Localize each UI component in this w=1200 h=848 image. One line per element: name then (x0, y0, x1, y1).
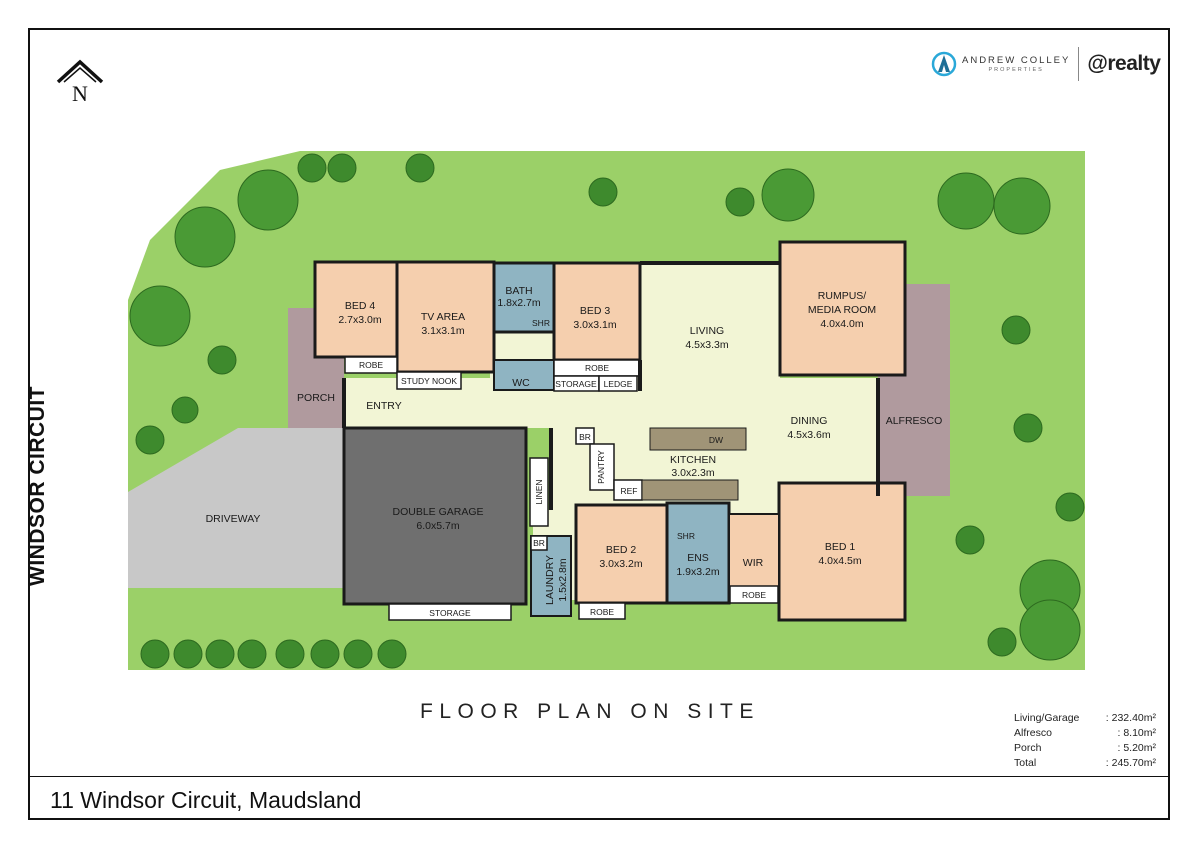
area-value: : 232.40m² (1105, 712, 1156, 724)
plan-title: FLOOR PLAN ON SITE (420, 700, 760, 723)
garage-size: 6.0x5.7m (416, 520, 459, 532)
ens-size: 1.9x3.2m (676, 566, 719, 578)
north-arrow-icon: N (56, 59, 104, 106)
laundry-br-label: BR (533, 538, 545, 548)
laundry-size: 1.5x2.8m (557, 558, 569, 601)
wir-room (728, 513, 780, 589)
alfresco-label: ALFRESCO (886, 415, 943, 427)
bed3-size: 3.0x3.1m (573, 319, 616, 331)
bed1-name: BED 1 (825, 541, 856, 553)
area-label: Alfresco (1014, 727, 1052, 739)
living-name: LIVING (690, 325, 724, 337)
area-value: : 5.20m² (1117, 742, 1156, 754)
rumpus-name: RUMPUS/ (818, 290, 867, 302)
agency-logo: ANDREW COLLEY PROPERTIES @realty (930, 46, 1161, 82)
bath-name: BATH (505, 285, 532, 297)
ens-shower-label: SHR (677, 531, 695, 541)
rumpus-name-2: MEDIA ROOM (808, 304, 876, 316)
linen-label: LINEN (534, 479, 544, 504)
area-value: : 245.70m² (1105, 757, 1156, 769)
bed1-robe-label: ROBE (742, 590, 766, 600)
bed2-size: 3.0x3.2m (599, 558, 642, 570)
bath-shower-label: SHR (532, 318, 550, 328)
property-address: 11 Windsor Circuit, Maudsland (50, 787, 362, 813)
ens-name: ENS (687, 552, 709, 564)
ledge-label: LEDGE (604, 379, 633, 389)
area-row: Alfresco : 8.10m² (1014, 726, 1156, 741)
driveway-area (128, 428, 344, 588)
kitchen-bench (641, 479, 739, 501)
ref-label: REF (621, 486, 638, 496)
small-labels: ROBE STUDY NOOK WC ROBE STORAGE LEDGE PO… (206, 360, 943, 618)
driveway-label: DRIVEWAY (206, 513, 261, 525)
bath-size: 1.8x2.7m (497, 297, 540, 309)
entry-label: ENTRY (366, 400, 401, 412)
kitchen-br-label: BR (579, 432, 591, 442)
logo-divider (1078, 47, 1080, 81)
garage-name: DOUBLE GARAGE (392, 506, 483, 518)
agency-logo-icon (931, 51, 957, 77)
garage-storage-label: STORAGE (429, 608, 471, 618)
bed4-robe-label: ROBE (359, 360, 383, 370)
bed4-room (313, 260, 399, 359)
rumpus-room (778, 240, 907, 377)
bed4-size: 2.7x3.0m (338, 314, 381, 326)
tv-area-name: TV AREA (421, 311, 465, 323)
storage-label: STORAGE (555, 379, 597, 389)
wir-label: WIR (743, 557, 764, 569)
trees (129, 153, 1085, 669)
tv-area-size: 3.1x3.1m (421, 325, 464, 337)
bed3-robe-label: ROBE (585, 363, 609, 373)
porch-label: PORCH (297, 392, 335, 404)
agency-subtitle: PROPERTIES (988, 67, 1044, 73)
street-label: WINDSOR CIRCUIT (26, 386, 49, 586)
room-labels: BED 4 2.7x3.0m TV AREA 3.1x3.1m BATH 1.8… (338, 285, 876, 605)
bath-room (492, 261, 556, 334)
dining-size: 4.5x3.6m (787, 429, 830, 441)
area-row: Living/Garage : 232.40m² (1014, 711, 1156, 726)
dining-name: DINING (791, 415, 828, 427)
rumpus-size: 4.0x4.0m (820, 318, 863, 330)
living-zone (640, 263, 780, 378)
area-row: Porch : 5.20m² (1014, 741, 1156, 756)
bed4-name: BED 4 (345, 300, 376, 312)
kitchen-island (649, 427, 747, 451)
garage-room (342, 426, 528, 606)
area-value: : 8.10m² (1117, 727, 1156, 739)
area-label: Total (1014, 757, 1037, 769)
house-walls (342, 261, 880, 510)
bed2-room (574, 503, 669, 605)
bed3-name: BED 3 (580, 305, 611, 317)
bed3-room (552, 261, 642, 362)
dw-label: DW (709, 435, 723, 445)
bed1-room (777, 481, 907, 622)
kitchen-name: KITCHEN (670, 454, 716, 466)
wc-room (493, 359, 555, 391)
ens-room (665, 501, 731, 605)
north-label: N (72, 81, 88, 106)
area-row: Total : 245.70m² (1014, 756, 1156, 771)
area-label: Porch (1014, 742, 1042, 754)
wc-label: WC (512, 377, 530, 389)
area-label: Living/Garage (1014, 712, 1080, 724)
kitchen-size: 3.0x2.3m (671, 467, 714, 479)
agency-name: ANDREW COLLEY (962, 55, 1071, 66)
pantry-label: PANTRY (596, 450, 606, 484)
realty-logo: @realty (1087, 52, 1161, 75)
bed2-robe-label: ROBE (590, 607, 614, 617)
plan-sheet (28, 28, 1170, 820)
study-nook-label: STUDY NOOK (401, 376, 457, 386)
laundry-name: LAUNDRY (544, 555, 556, 605)
bed1-size: 4.0x4.5m (818, 555, 861, 567)
living-size: 4.5x3.3m (685, 339, 728, 351)
bed2-name: BED 2 (606, 544, 637, 556)
area-summary: Living/Garage : 232.40m² Alfresco : 8.10… (1014, 711, 1156, 771)
cupboards (344, 356, 779, 621)
address-bar: 11 Windsor Circuit, Maudsland (28, 776, 1170, 820)
